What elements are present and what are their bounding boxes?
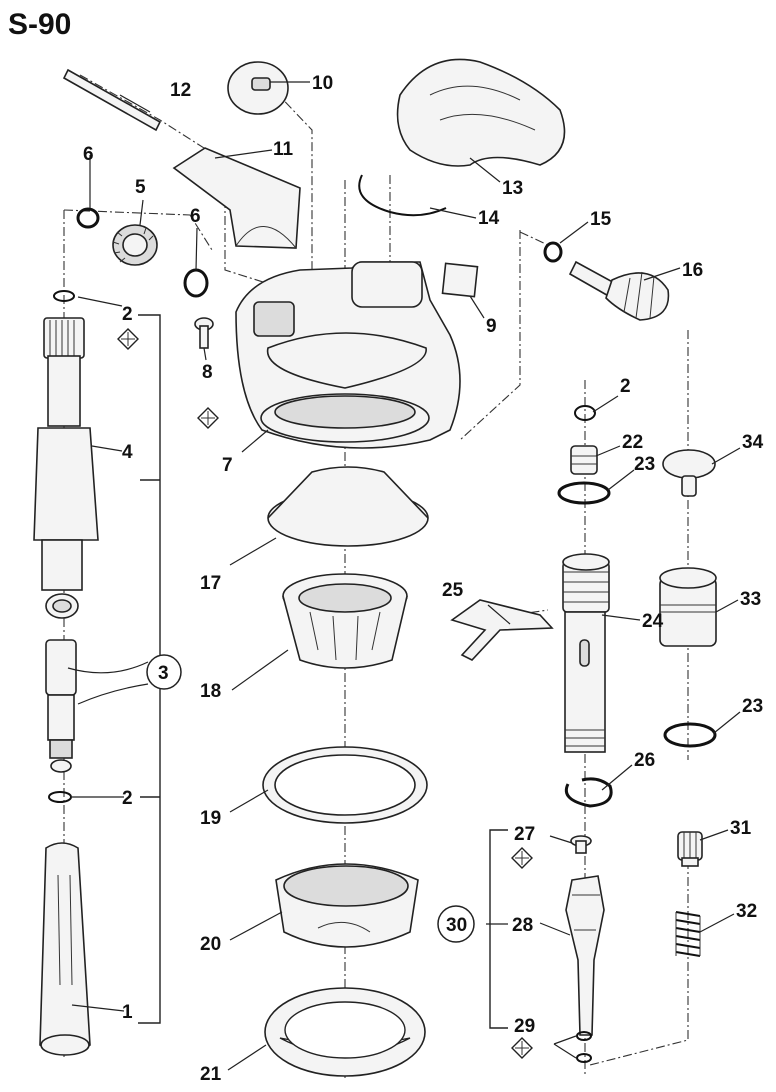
callout-18: 18 xyxy=(200,681,221,702)
callout-labels: 12 6 5 2 4 3 2 1 10 11 6 8 7 13 14 15 16… xyxy=(83,73,764,1085)
callout-10: 10 xyxy=(312,73,333,94)
callout-9: 9 xyxy=(486,316,497,337)
callout-6b: 6 xyxy=(190,206,201,227)
part-17-ring-top xyxy=(266,332,427,389)
callout-17: 17 xyxy=(200,573,221,594)
part-15-o-ring xyxy=(543,241,563,263)
callout-24: 24 xyxy=(642,611,664,632)
part-23-o-ring-upper xyxy=(557,481,611,505)
callout-15: 15 xyxy=(590,209,612,230)
callout-28: 28 xyxy=(512,915,533,936)
diamond-marker xyxy=(511,1037,533,1059)
part-12-pin xyxy=(62,68,162,132)
callout-8: 8 xyxy=(202,362,213,383)
part-34-button xyxy=(662,449,716,497)
callout-16: 16 xyxy=(682,260,703,281)
callout-2b: 2 xyxy=(122,788,133,809)
part-2-o-ring-lower xyxy=(48,791,72,803)
part-16-knob xyxy=(568,260,670,321)
callout-26: 26 xyxy=(634,750,655,771)
callout-14: 14 xyxy=(478,208,500,229)
callout-23a: 23 xyxy=(634,454,655,475)
part-2-o-ring-top xyxy=(53,290,75,302)
callout-4: 4 xyxy=(122,442,133,463)
part-32-spring xyxy=(675,911,701,957)
part-25-fork-clip xyxy=(450,599,554,661)
part-8-screw xyxy=(194,317,214,349)
callout-31: 31 xyxy=(730,818,752,839)
kit-bracket-right xyxy=(489,829,508,1029)
part-33-cylinder xyxy=(659,567,717,647)
part-6-o-ring-center xyxy=(183,268,209,298)
callout-19: 19 xyxy=(200,808,221,829)
part-2-o-ring-right xyxy=(574,405,596,421)
callout-13: 13 xyxy=(502,178,523,199)
callout-12: 12 xyxy=(170,80,191,101)
callout-6a: 6 xyxy=(83,144,94,165)
callout-25: 25 xyxy=(442,580,464,601)
part-23-o-ring-lower xyxy=(663,722,717,748)
part-29-o-rings xyxy=(576,1031,592,1063)
part-4-upper-body xyxy=(33,317,99,619)
diamond-marker xyxy=(117,328,139,350)
callout-29: 29 xyxy=(514,1016,535,1037)
leader-lines xyxy=(67,81,741,1071)
part-24-body-tube xyxy=(562,553,610,753)
service-kit-markers xyxy=(117,328,533,1059)
part-26-snap-ring xyxy=(564,777,613,808)
part-21-bottom-cap xyxy=(264,987,426,1077)
part-22-nozzle xyxy=(570,445,598,475)
part-13-mouthpiece xyxy=(396,58,566,167)
part-11-cover-plate xyxy=(172,147,301,249)
callout-22: 22 xyxy=(622,432,643,453)
callout-32: 32 xyxy=(736,901,757,922)
part-10-diaphragm-disc xyxy=(227,61,289,115)
part-9-window xyxy=(441,262,479,298)
part-31-knurled-cap xyxy=(677,831,703,867)
callout-21: 21 xyxy=(200,1064,222,1085)
model-title: S-90 xyxy=(8,8,71,41)
part-5-gear-nut xyxy=(112,224,158,266)
part-6-o-ring-left xyxy=(76,207,100,229)
callout-2c: 2 xyxy=(620,376,631,397)
callout-7: 7 xyxy=(222,455,233,476)
part-7-housing xyxy=(235,261,461,449)
callout-5: 5 xyxy=(135,177,146,198)
kit-callout-circle-3 xyxy=(146,654,182,690)
callout-3: 3 xyxy=(158,663,169,684)
callout-33: 33 xyxy=(740,589,761,610)
callout-23b: 23 xyxy=(742,696,763,717)
kit-callout-circle-30 xyxy=(437,905,475,943)
part-17-diaphragm xyxy=(267,466,429,547)
callout-11: 11 xyxy=(273,139,294,160)
part-18-cage xyxy=(282,573,408,669)
part-28-valve-stem xyxy=(565,875,605,1036)
callout-27: 27 xyxy=(514,824,535,845)
diamond-marker xyxy=(511,847,533,869)
callout-30: 30 xyxy=(446,915,467,936)
callout-34: 34 xyxy=(742,432,764,453)
part-19-gasket xyxy=(262,746,428,824)
part-14-clip xyxy=(358,174,447,217)
callout-1: 1 xyxy=(122,1002,133,1023)
part-3-lower-stem xyxy=(45,639,77,773)
callout-20: 20 xyxy=(200,934,221,955)
part-1-grip-sleeve xyxy=(39,842,91,1056)
callout-2a: 2 xyxy=(122,304,133,325)
diamond-marker xyxy=(197,407,219,429)
part-27-poppet xyxy=(570,835,592,854)
part-20-lower-housing xyxy=(275,863,419,948)
